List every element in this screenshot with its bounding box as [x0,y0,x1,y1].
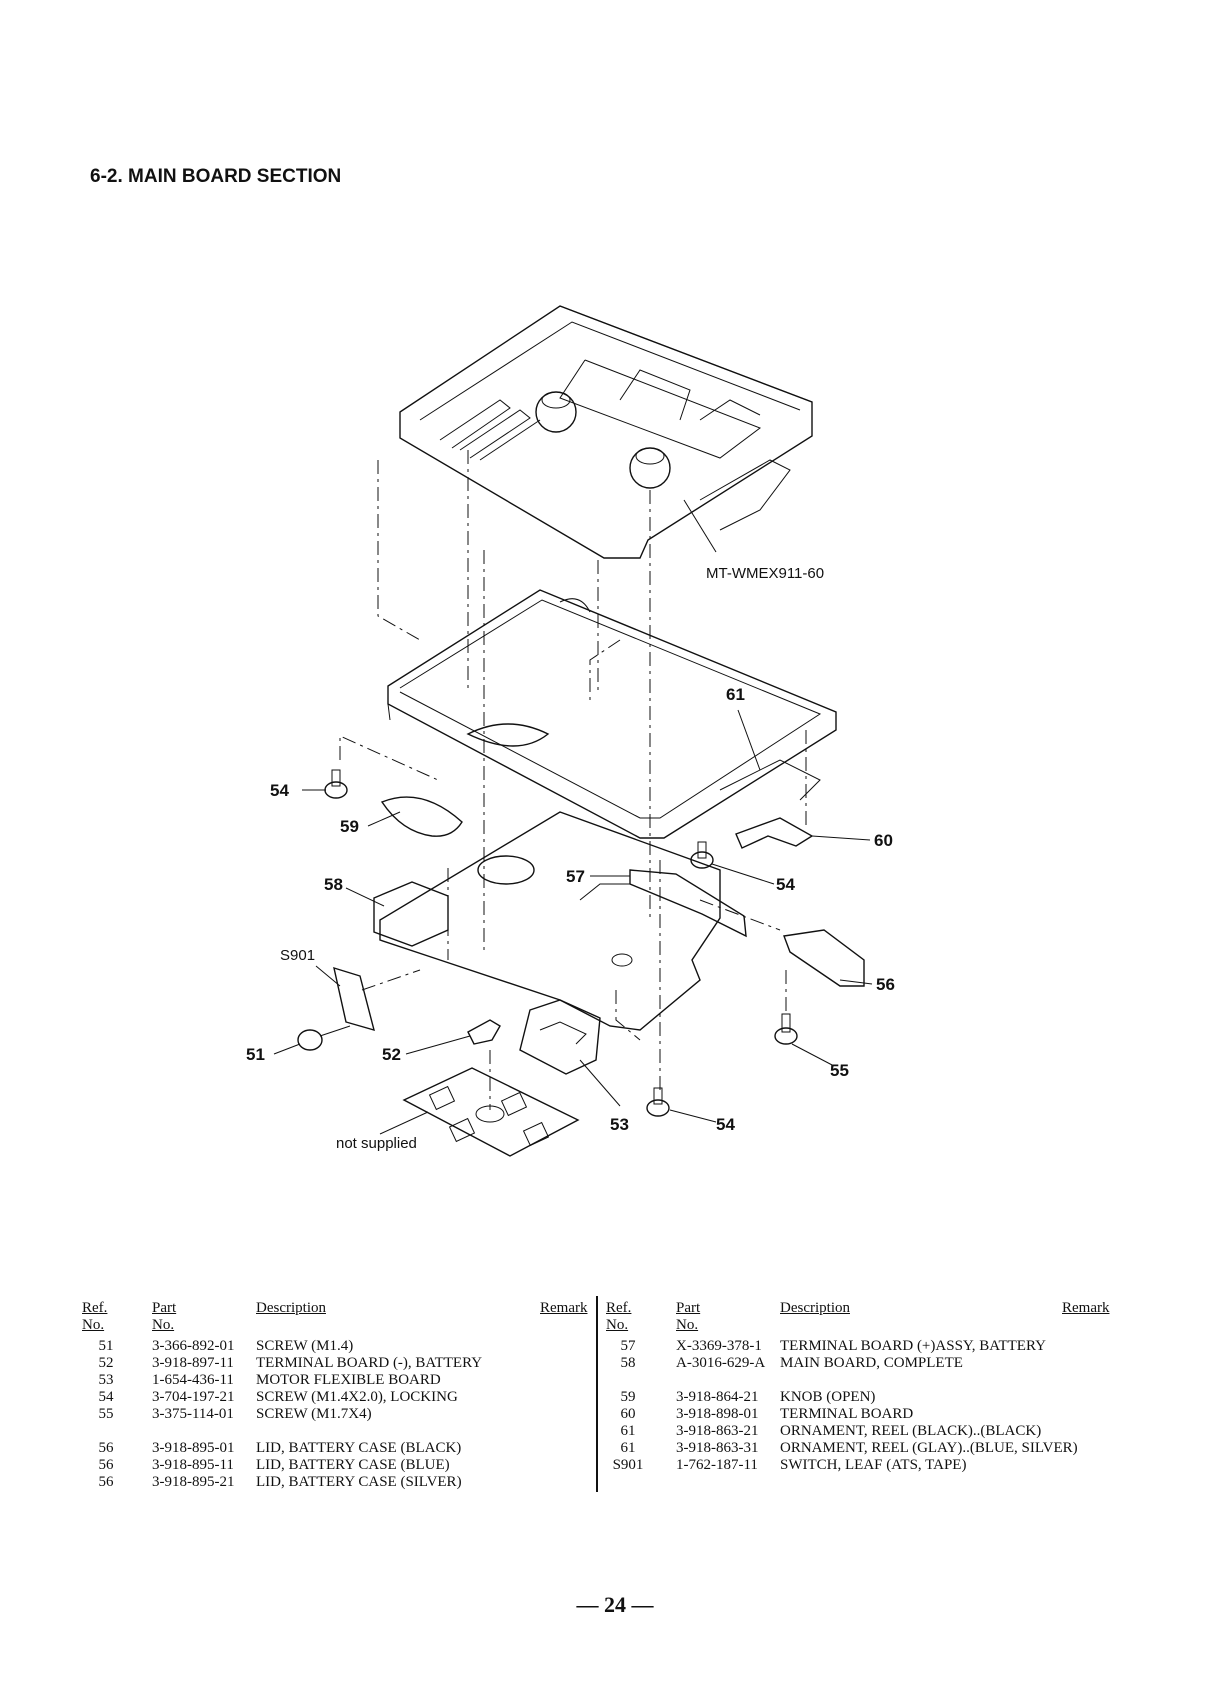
ref-cell: 60 [620,1406,636,1422]
screw-51 [297,1025,351,1051]
header-desc-right: Description [780,1300,850,1316]
callout-52: 52 [382,1045,401,1064]
leaf-switch [333,966,375,1032]
screw-55 [774,1013,798,1045]
description-cell: MAIN BOARD, COMPLETE [780,1355,963,1371]
part-number-cell: 3-366-892-01 [152,1338,235,1354]
header-part: Part No. [152,1300,177,1333]
ref-cell: 58 [620,1355,636,1371]
ref-cell: S901 [612,1457,644,1473]
header-part-right: Part No. [676,1300,701,1333]
description-cell: ORNAMENT, REEL (BLACK)..(BLACK) [780,1423,1042,1439]
header-desc: Description [256,1300,326,1316]
screw-54-top [324,769,348,799]
not-supplied-sheet [402,1067,580,1157]
ref-cell: 54 [98,1389,114,1405]
ref-cell: 57 [620,1338,636,1354]
header-remark-right: Remark [1062,1300,1110,1316]
callout-55: 55 [830,1061,849,1080]
battery-case-lid [783,929,865,987]
main-board [373,811,721,1031]
terminal-board-plus-assy [579,869,747,938]
part-number-cell: 3-918-897-11 [152,1355,234,1371]
table-divider [596,1296,598,1492]
screw-54-mid [690,841,714,869]
callout-60: 60 [874,831,893,850]
ref-cell: 56 [98,1474,114,1490]
terminal-board [735,817,814,849]
part-number-cell: 3-918-863-21 [676,1423,759,1439]
motor-flexible-board [519,999,601,1075]
description-cell: TERMINAL BOARD (+)ASSY, BATTERY [780,1338,1046,1354]
part-number-cell: A-3016-629-A [676,1355,766,1371]
reel-ornament-frame [387,589,837,839]
callout-53: 53 [610,1115,629,1134]
not-supplied-label: not supplied [336,1135,417,1152]
part-number-cell: 3-918-863-31 [676,1440,759,1456]
mechanism-chassis [399,305,813,559]
ref-cell: 56 [98,1440,114,1456]
part-number-cell: 3-918-864-21 [676,1389,759,1405]
ref-cell: 56 [98,1457,114,1473]
callout-54-top: 54 [270,781,289,800]
part-number-cell: 1-654-436-11 [152,1372,234,1388]
description-cell: LID, BATTERY CASE (BLACK) [256,1440,462,1456]
callout-57: 57 [566,867,585,886]
ref-cell: 53 [98,1372,114,1388]
ref-cell: 55 [98,1406,114,1422]
callout-58: 58 [324,875,343,894]
callout-51: 51 [246,1045,265,1064]
description-cell: MOTOR FLEXIBLE BOARD [256,1372,441,1388]
callout-61: 61 [726,685,745,704]
knob-open [380,796,463,837]
section-title: 6-2. MAIN BOARD SECTION [90,166,342,187]
model-label: MT-WMEX911-60 [706,565,824,582]
description-cell: ORNAMENT, REEL (GLAY)..(BLUE, SILVER) [780,1440,1078,1456]
part-number-cell: 3-918-898-01 [676,1406,759,1422]
description-cell: SCREW (M1.7X4) [256,1406,372,1422]
ref-cell: 61 [620,1440,636,1456]
ref-cell: 61 [620,1423,636,1439]
description-cell: LID, BATTERY CASE (SILVER) [256,1474,462,1490]
description-cell: SCREW (M1.4) [256,1338,354,1354]
part-number-cell: 1-762-187-11 [676,1457,758,1473]
part-number-cell: 3-918-895-21 [152,1474,235,1490]
ref-cell: 59 [620,1389,636,1405]
ref-cell: 51 [98,1338,114,1354]
ref-cell: 52 [98,1355,114,1371]
part-number-cell: 3-375-114-01 [152,1406,234,1422]
header-ref: Ref. No. [82,1300,108,1333]
callout-s901: S901 [280,947,315,964]
part-number-cell: 3-918-895-11 [152,1457,234,1473]
callout-54-bottom: 54 [716,1115,735,1134]
callout-56: 56 [876,975,895,994]
part-number-cell: X-3369-378-1 [676,1338,762,1354]
part-number-cell: 3-704-197-21 [152,1389,235,1405]
page-number: — 24 — [576,1592,654,1617]
battery-terminal-minus [467,1019,501,1045]
header-ref-right: Ref. No. [606,1300,632,1333]
callout-59: 59 [340,817,359,836]
part-number-cell: 3-918-895-01 [152,1440,235,1456]
callout-54-mid: 54 [776,875,795,894]
description-cell: LID, BATTERY CASE (BLUE) [256,1457,450,1473]
leader-lines [273,499,873,1135]
description-cell: KNOB (OPEN) [780,1389,876,1405]
header-remark: Remark [540,1300,588,1316]
description-cell: TERMINAL BOARD (-), BATTERY [256,1355,483,1371]
description-cell: SCREW (M1.4X2.0), LOCKING [256,1389,458,1405]
description-cell: SWITCH, LEAF (ATS, TAPE) [780,1457,967,1473]
description-cell: TERMINAL BOARD [780,1406,914,1422]
alignment-lines [339,450,807,1110]
screw-54-bottom [646,1087,670,1117]
